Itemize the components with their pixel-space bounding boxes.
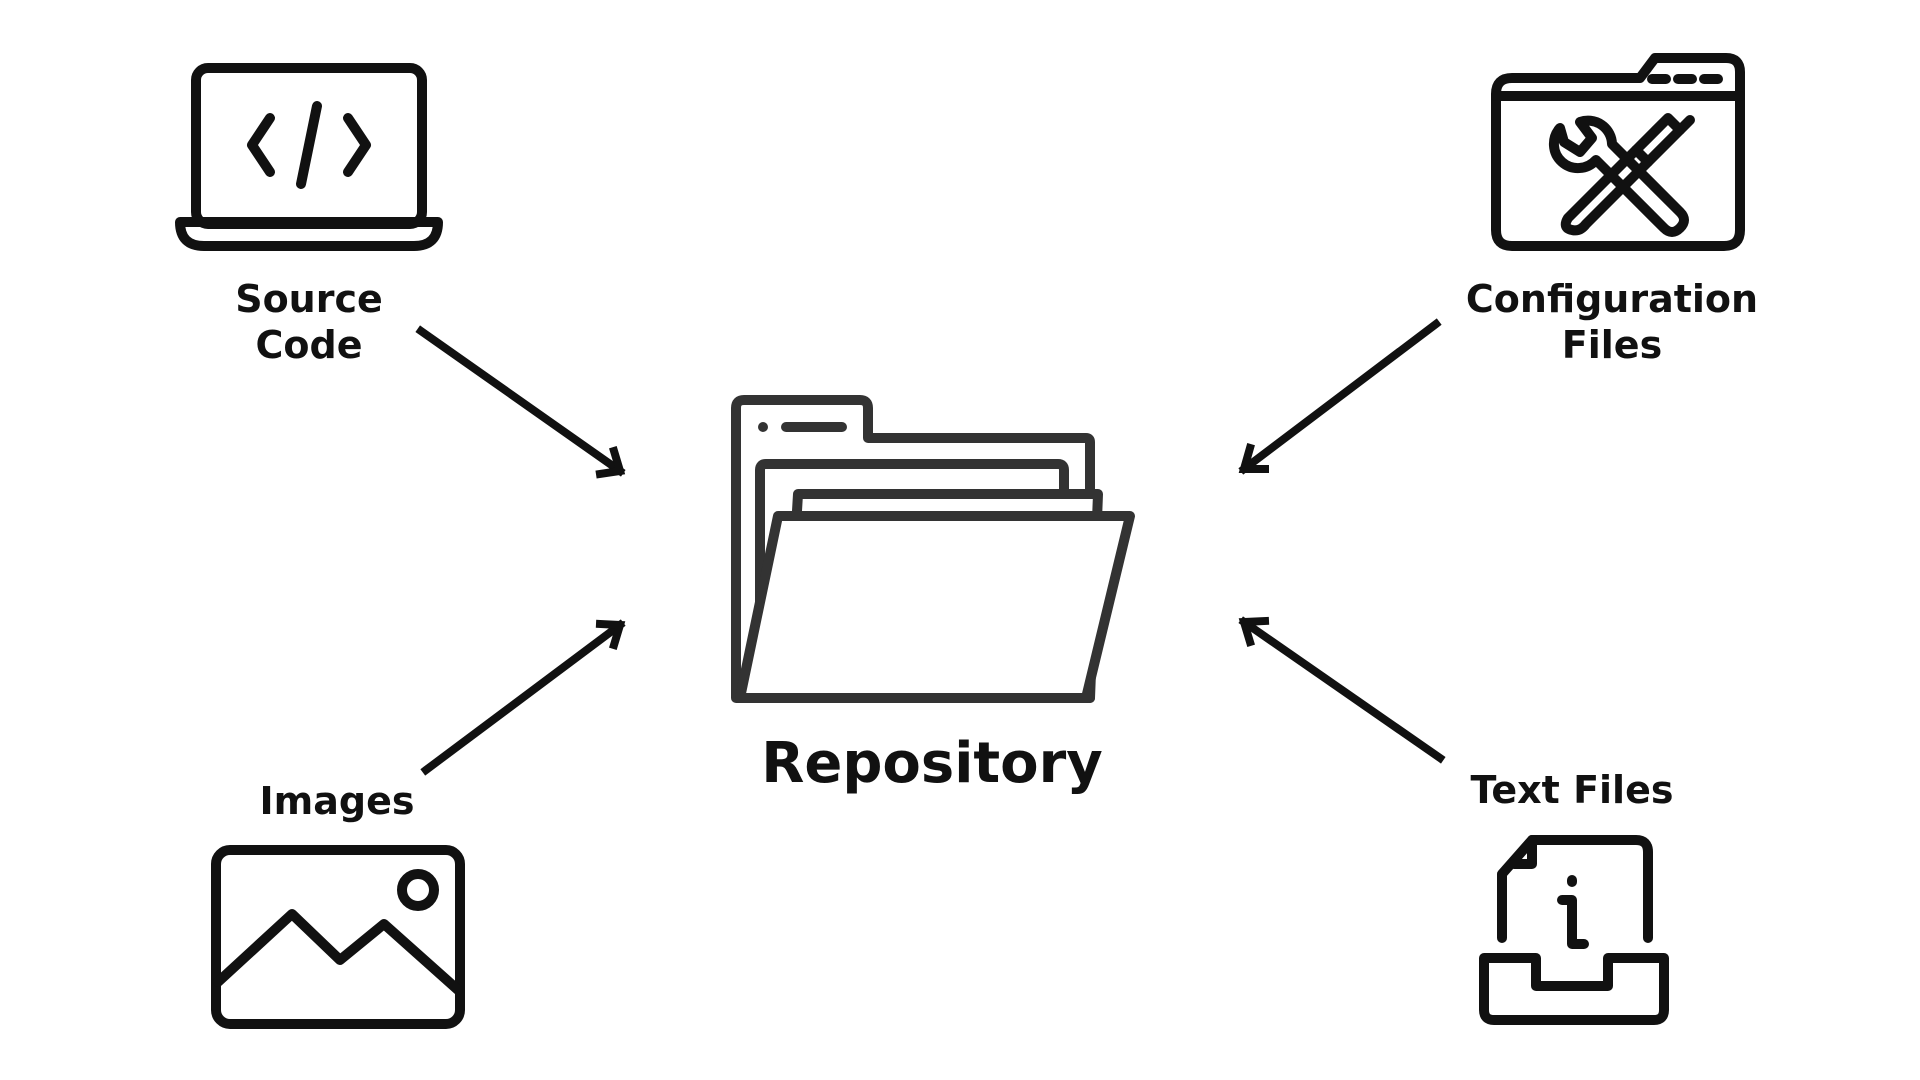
images-label: Images	[260, 779, 415, 823]
image-icon	[211, 845, 465, 1029]
node-configuration-files: Configuration Files	[1466, 53, 1758, 367]
node-text-files: Text Files	[1471, 768, 1674, 1025]
repository-label: Repository	[761, 731, 1103, 796]
text-files-label: Text Files	[1471, 768, 1674, 812]
node-source-code: Source Code	[175, 63, 443, 367]
source-code-label-line2: Code	[256, 323, 363, 367]
tools-window-icon	[1491, 53, 1745, 251]
folder-icon	[731, 395, 1135, 703]
arrowhead	[1238, 443, 1269, 473]
edge-source-code-to-repository	[415, 325, 626, 479]
laptop-code-icon	[175, 63, 443, 251]
arrow-shaft	[415, 325, 626, 477]
configuration-files-label-line1: Configuration	[1466, 277, 1758, 321]
node-repository: Repository	[731, 395, 1135, 796]
arrowhead	[595, 446, 626, 479]
arrowhead	[595, 619, 626, 650]
edge-images-to-repository	[420, 619, 626, 776]
source-code-label-line1: Source	[235, 277, 383, 321]
arrow-shaft	[1238, 318, 1442, 475]
edge-text-files-to-repository	[1238, 616, 1446, 764]
arrow-shaft	[1238, 616, 1446, 764]
info-document-tray-icon	[1479, 835, 1669, 1025]
node-images: Images	[211, 779, 465, 1029]
configuration-files-label-line2: Files	[1562, 323, 1662, 367]
edge-configuration-files-to-repository	[1238, 318, 1442, 475]
arrow-shaft	[420, 619, 626, 776]
arrowhead	[1238, 616, 1270, 647]
